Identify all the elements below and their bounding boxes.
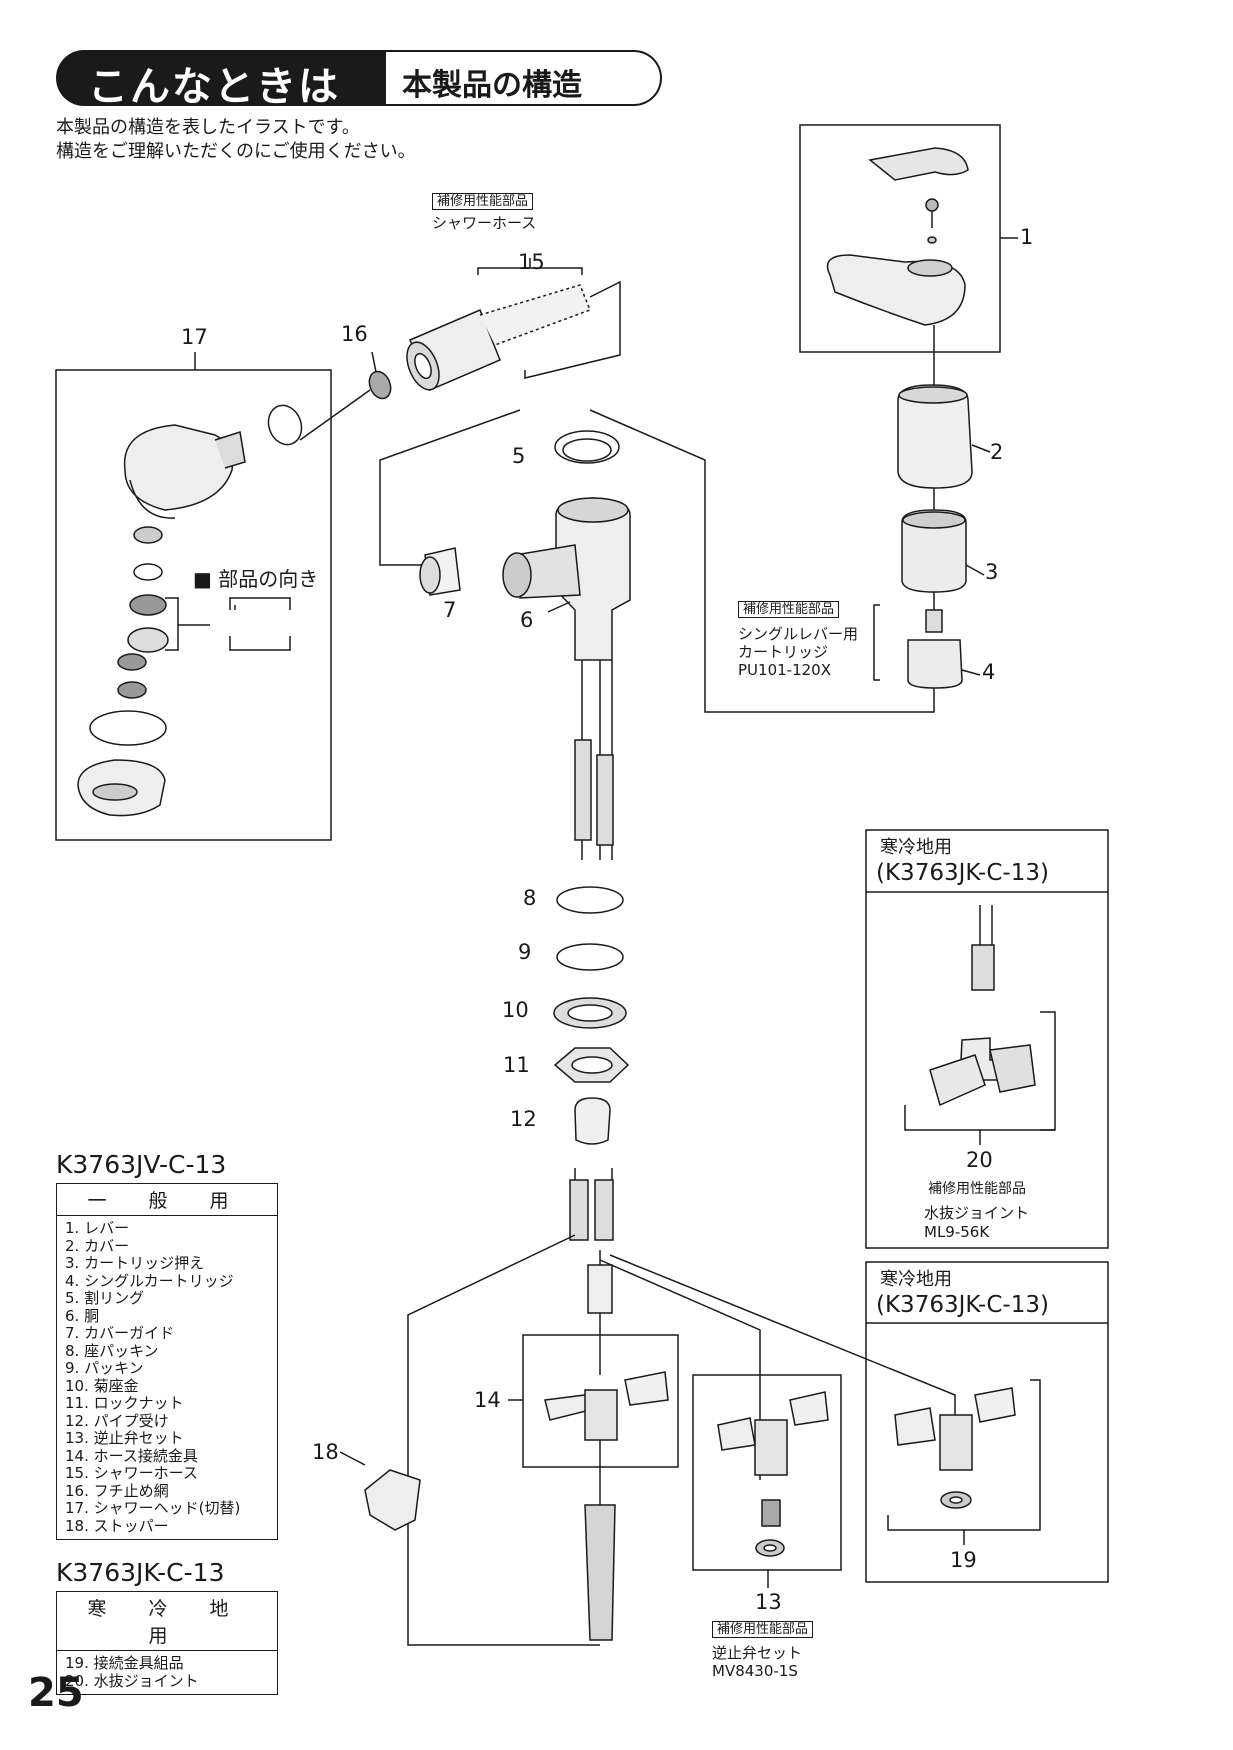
- cartridge-note-tag: 補修用性能部品: [738, 601, 840, 618]
- valve-box-13: [692, 1374, 842, 1571]
- part-list-item: 9. パッキン: [65, 1359, 144, 1377]
- valve-note-name: 逆止弁セット: [712, 1644, 803, 1662]
- hose-note-tag: 補修用性能部品: [432, 193, 534, 210]
- part-list-item: 18. ストッパー: [65, 1516, 169, 1535]
- callout-2: 2: [990, 440, 1004, 464]
- part-list-item: 19. 接続金具組品: [65, 1654, 184, 1672]
- part-list-item: 3. カートリッジ押え: [65, 1254, 205, 1272]
- part-list-item: 16. フチ止め網: [65, 1481, 169, 1500]
- callout-11: 11: [503, 1053, 530, 1077]
- part-list-item: 10. 菊座金: [65, 1376, 139, 1395]
- callout-16: 16: [341, 322, 368, 346]
- part-list-item: 5. 割リング: [65, 1289, 145, 1307]
- callout-20: 20: [966, 1148, 993, 1172]
- section-title-frame: [380, 50, 662, 106]
- part-list-item: 7. カバーガイド: [65, 1324, 175, 1342]
- hose-note-name: シャワーホース: [432, 214, 537, 232]
- callout-18: 18: [312, 1440, 339, 1464]
- callout-7: 7: [443, 598, 457, 622]
- callout-3: 3: [985, 560, 999, 584]
- callout-15: 15: [518, 250, 545, 274]
- shower-head: [123, 424, 234, 511]
- cartridge-note-code: PU101-120X: [738, 661, 831, 679]
- part-list-item: 20. 水抜ジョイント: [65, 1671, 199, 1690]
- callout-5: 5: [512, 444, 526, 468]
- valve-note-tag: 補修用性能部品: [712, 1621, 814, 1638]
- callout-1: 1: [1020, 225, 1034, 249]
- cold-box-2-title-1: 寒冷地用: [880, 1269, 952, 1290]
- callout-13: 13: [755, 1590, 782, 1614]
- cold-box-2: [865, 1261, 1109, 1583]
- cold-box-1-tag: 補修用性能部品: [928, 1181, 1026, 1197]
- callout-4: 4: [982, 660, 996, 684]
- general-table-heading: 一 般 用: [57, 1184, 277, 1216]
- cold-box-1: [865, 829, 1109, 1249]
- part-list-item: 2. カバー: [65, 1236, 130, 1255]
- general-parts-table: 一 般 用 1. レバー 2. カバー 3. カートリッジ押え 4. シングルカ…: [56, 1183, 278, 1540]
- intro-line-1: 本製品の構造を表したイラストです。: [56, 117, 360, 138]
- callout-9: 9: [518, 940, 532, 964]
- cold-box-1-code: ML9-56K: [924, 1223, 990, 1241]
- valve-note-code: MV8430-1S: [712, 1662, 798, 1680]
- part-list-item: 17. シャワーヘッド(切替): [65, 1499, 241, 1517]
- callout-6: 6: [520, 608, 534, 632]
- part-list-item: 6. 胴: [65, 1306, 100, 1325]
- section-tag-black: [56, 50, 386, 106]
- cold-box-1-title-1: 寒冷地用: [880, 837, 952, 858]
- part-list-item: 11. ロックナット: [65, 1394, 184, 1412]
- general-parts-list: 1. レバー 2. カバー 3. カートリッジ押え 4. シングルカートリッジ …: [57, 1216, 277, 1539]
- shower-head-box: [55, 369, 332, 841]
- callout-17: 17: [181, 325, 208, 349]
- part-list-item: 1. レバー: [65, 1219, 130, 1237]
- part-list-item: 4. シングルカートリッジ: [65, 1271, 234, 1290]
- callout-19: 19: [950, 1548, 977, 1572]
- cartridge-note-line1: シングルレバー用: [738, 625, 859, 643]
- intro-line-2: 構造をご理解いただくのにご使用ください。: [56, 141, 416, 162]
- part-list-item: 12. パイプ受け: [65, 1411, 169, 1430]
- part-list-item: 13. 逆止弁セット: [65, 1429, 184, 1447]
- callout-10: 10: [502, 998, 529, 1022]
- cold-box-2-title-2: (K3763JK-C-13): [876, 1292, 1049, 1318]
- cold-model: K3763JK-C-13: [56, 1558, 225, 1587]
- intro-text: 本製品の構造を表したイラストです。 構造をご理解いただくのにご使用ください。: [56, 116, 416, 164]
- valve-note: 補修用性能部品 逆止弁セット MV8430-1S: [712, 1618, 814, 1680]
- callout-8: 8: [523, 886, 537, 910]
- hose-note: 補修用性能部品 シャワーホース: [432, 190, 536, 232]
- part-list-item: 8. 座パッキン: [65, 1341, 159, 1360]
- flex-hose-lower: [584, 1504, 616, 1641]
- callout-14: 14: [474, 1388, 501, 1412]
- cold-box-1-name: 水抜ジョイント: [924, 1204, 1030, 1222]
- callout-12: 12: [510, 1107, 537, 1131]
- cover-part: [897, 384, 973, 489]
- orientation-label: ■ 部品の向き: [193, 567, 319, 591]
- section-title: 本製品の構造: [402, 68, 582, 103]
- page-number: 25: [28, 1670, 84, 1716]
- general-model: K3763JV-C-13: [56, 1150, 227, 1179]
- section-tag-label: こんなときは: [88, 64, 340, 110]
- cartridge-note-line2: カートリッジ: [738, 643, 829, 661]
- cold-table-heading: 寒 冷 地 用: [57, 1592, 277, 1651]
- cartridge-note: 補修用性能部品 シングルレバー用 カートリッジ PU101-120X: [738, 598, 858, 679]
- cold-box-1-title-2: (K3763JK-C-13): [876, 860, 1049, 886]
- lever-cap: [868, 147, 969, 181]
- part-list-item: 15. シャワーホース: [65, 1464, 198, 1482]
- part-list-item: 14. ホース接続金具: [65, 1446, 198, 1465]
